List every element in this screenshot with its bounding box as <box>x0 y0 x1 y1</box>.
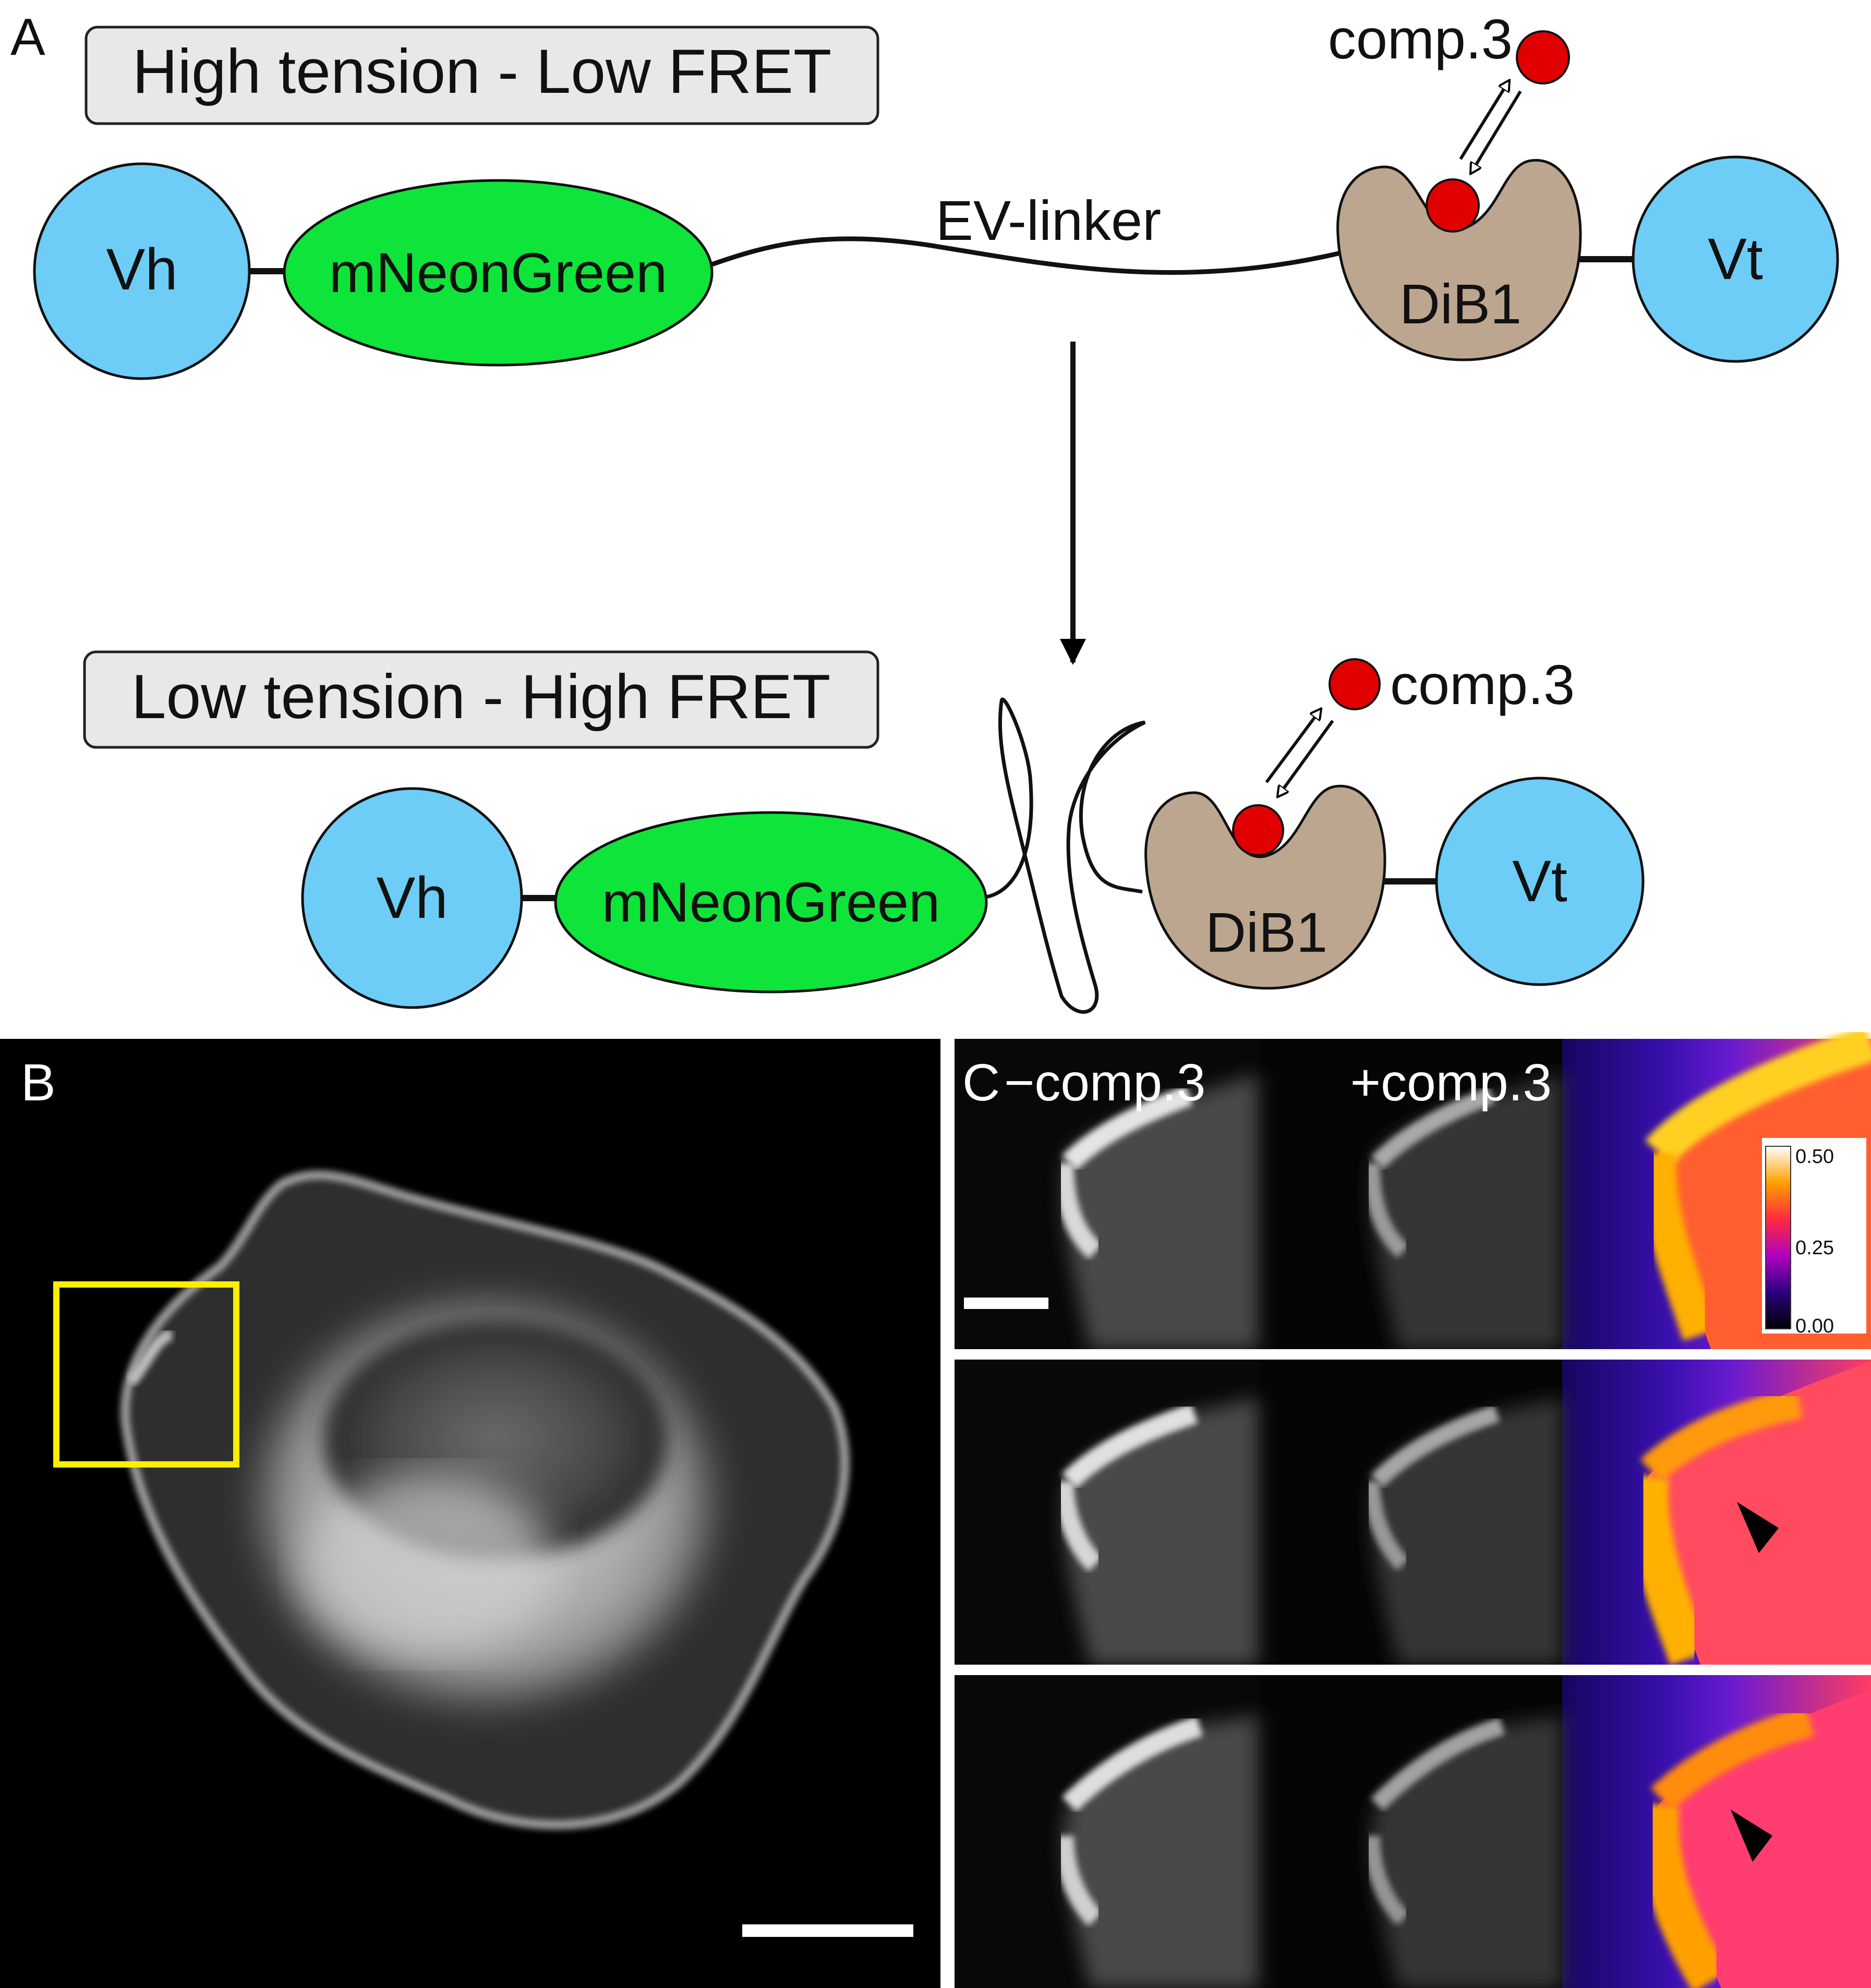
panel-a: A High tension - Low FRET Vh mNeonGreen … <box>10 7 1839 1014</box>
vh-label-low: Vh <box>377 865 448 930</box>
panel-c-row-2 <box>955 1360 1871 1666</box>
double-arrow-icon <box>1265 709 1334 796</box>
colorbar-mid: 0.25 <box>1795 1237 1834 1259</box>
construct-low-tension: Vh mNeonGreen DiB1 Vt comp.3 <box>301 653 1645 1014</box>
ligand-free <box>1516 30 1570 84</box>
ligand-bound <box>1426 178 1480 233</box>
vt-label: Vt <box>1708 226 1763 292</box>
panel-b-letter: B <box>21 1053 56 1112</box>
cell-image <box>120 1170 850 1830</box>
vt-domain-low <box>1435 777 1645 986</box>
dib1-domain-low <box>1144 784 1386 990</box>
ligand-free-low <box>1329 658 1381 710</box>
panel-c: C −comp.3 +comp.3 0.50 0.25 0.00 <box>955 1025 1871 1988</box>
double-arrow-icon <box>1459 81 1522 173</box>
vh-label: Vh <box>106 237 178 302</box>
colorbar-max: 0.50 <box>1795 1146 1834 1168</box>
state-label-box-high <box>85 26 879 125</box>
arrowhead-icon <box>1737 1502 1779 1553</box>
dib1-label: DiB1 <box>1399 272 1522 335</box>
ligand-bound-low <box>1232 804 1284 856</box>
panel-c-letter: C <box>962 1053 1000 1112</box>
state-label-box-low <box>83 650 879 749</box>
vh-domain <box>33 162 251 380</box>
mneongreen-label: mNeonGreen <box>329 241 667 304</box>
state-label-low: Low tension - High FRET <box>131 662 831 732</box>
colorbar-min: 0.00 <box>1795 1315 1834 1337</box>
mneongreen-label-low: mNeonGreen <box>602 870 940 934</box>
ev-linker-label: EV-linker <box>936 189 1161 252</box>
ligand-label-bottom: comp.3 <box>1390 653 1575 716</box>
vh-domain-low <box>301 787 523 1009</box>
panel-a-letter: A <box>10 8 45 66</box>
state-label-high: High tension - Low FRET <box>132 37 832 106</box>
panel-c-row-1 <box>955 1025 1871 1349</box>
scale-bar-c <box>964 1298 1048 1309</box>
panel-b: B <box>0 1039 940 1988</box>
roi-box <box>53 1281 239 1468</box>
construct-high-tension: Vh mNeonGreen EV-linker DiB1 Vt comp.3 <box>33 7 1839 380</box>
ligand-label-top: comp.3 <box>1328 7 1513 70</box>
ev-linker-folded <box>986 697 1146 1014</box>
ev-linker <box>711 236 1342 275</box>
colorbar-gradient <box>1765 1146 1791 1329</box>
arrowhead-icon <box>1731 1810 1772 1862</box>
mneongreen-domain-low <box>554 811 988 993</box>
mneongreen-domain <box>283 179 714 367</box>
scale-bar-b <box>742 1924 913 1937</box>
dib1-label-low: DiB1 <box>1205 901 1327 964</box>
col-label-minus-comp3: −comp.3 <box>1004 1053 1205 1112</box>
colorbar: 0.50 0.25 0.00 <box>1762 1138 1866 1337</box>
vt-domain <box>1632 155 1839 363</box>
panel-c-row-3 <box>955 1675 1871 1988</box>
col-label-plus-comp3: +comp.3 <box>1350 1053 1552 1112</box>
vt-label-low: Vt <box>1512 848 1567 914</box>
